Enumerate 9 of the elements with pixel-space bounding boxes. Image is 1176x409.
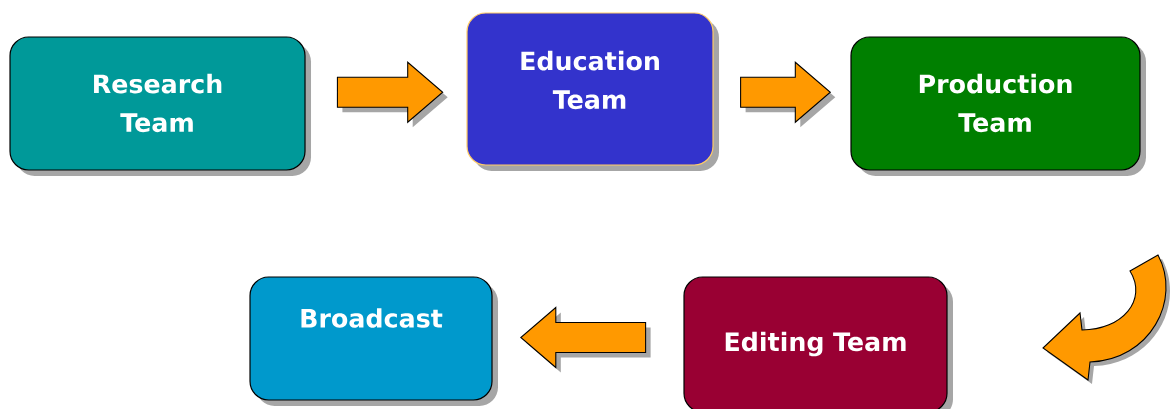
team-box: Broadcast [249,276,498,406]
team-box: Production Team [850,36,1146,176]
block-arrow [740,61,836,128]
block-arrow [520,306,651,373]
team-box: Education Team [466,12,719,171]
team-box: Editing Team [683,276,953,409]
curved-arrow [1042,254,1170,384]
team-box: Research Team [9,36,311,176]
block-arrow [336,61,448,128]
